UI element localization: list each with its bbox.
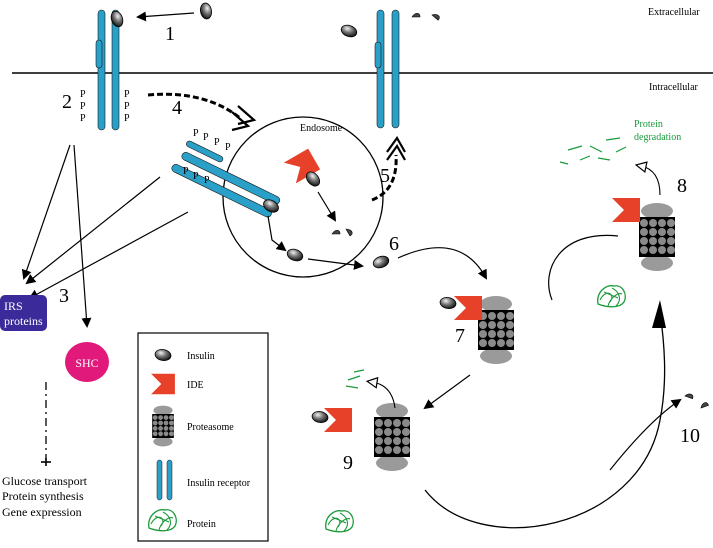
internalization-arrow-head	[231, 105, 257, 132]
ide-9	[324, 408, 352, 432]
arrow-7-to-9	[423, 374, 471, 410]
protein-degradation-label-2: degradation	[634, 132, 681, 143]
legend-receptor-label: Insulin receptor	[187, 478, 251, 489]
step-10-label: 10	[680, 425, 700, 447]
outcomes-list: Glucose transport Protein synthesis Gene…	[2, 474, 88, 519]
phospho-p: P	[80, 113, 86, 124]
protein-8	[597, 285, 626, 308]
phospho-p: P	[124, 89, 130, 100]
endosome	[222, 116, 384, 278]
internalized-receptor	[171, 140, 281, 218]
free-insulin-cytosol	[371, 253, 391, 271]
step-4-label: 4	[172, 97, 182, 119]
outcome-gene-expression: Gene expression	[2, 505, 82, 519]
step-7-label: 7	[455, 325, 465, 347]
insulin-7	[438, 295, 458, 311]
arrow-degradation-9	[372, 382, 396, 409]
irs-label-line2: proteins	[4, 314, 43, 328]
phospho-p: P	[124, 101, 130, 112]
outcome-protein-synthesis: Protein synthesis	[2, 489, 84, 503]
arrow-endosome-degrade	[317, 191, 337, 222]
arrow-9-to-8	[424, 311, 666, 529]
step-8-label: 8	[677, 175, 687, 197]
proteasome-9	[374, 403, 410, 471]
fragments-10	[684, 392, 709, 409]
protein-degradation-label-1: Protein	[634, 119, 663, 130]
step-3-label: 3	[59, 285, 69, 307]
step-1-label: 1	[165, 23, 175, 45]
degraded-protein-fragments	[559, 137, 627, 165]
shc-node: SHC	[65, 342, 109, 382]
arrow-to-shc	[73, 144, 92, 328]
legend-insulin-label: Insulin	[187, 351, 215, 362]
insulin-receptor-1	[95, 9, 120, 131]
insulin-endosome-released	[285, 246, 305, 264]
arrow-to-irs-2	[25, 176, 161, 285]
outcome-glucose-transport: Glucose transport	[2, 474, 88, 488]
svg-text:P: P	[193, 171, 199, 182]
legend-ide-label: IDE	[187, 380, 204, 391]
arrow-insulin-exit	[307, 258, 364, 270]
svg-text:P: P	[214, 137, 220, 148]
degraded-fragments-9	[345, 369, 365, 389]
irs-label-line1: IRS	[4, 299, 23, 313]
free-insulin-2	[339, 22, 359, 40]
legend: Insulin IDE Proteasome Insulin receptor …	[137, 332, 269, 542]
legend-receptor-icon	[156, 459, 173, 501]
insulin-fragments-top	[411, 11, 441, 21]
svg-text:P: P	[204, 175, 210, 186]
arrow-to-irs-3	[28, 211, 189, 299]
phosphorylation-sites: P P P P P P	[80, 89, 130, 124]
arrow-9-to-8-head	[652, 300, 666, 328]
phospho-p: P	[124, 113, 130, 124]
step-6-label: 6	[389, 233, 399, 255]
svg-text:P: P	[225, 142, 231, 153]
arrow-recycling	[371, 154, 398, 202]
step-2-label: 2	[62, 91, 72, 113]
arrow-8-to-7	[548, 234, 619, 301]
legend-proteasome-label: Proteasome	[187, 422, 234, 433]
intracellular-label: Intracellular	[649, 82, 699, 93]
arrow-endosome-release	[267, 215, 287, 252]
arrow-to-ide-complex	[397, 247, 487, 280]
ide-7	[454, 296, 482, 320]
step-5-label: 5	[380, 165, 390, 187]
svg-text:P: P	[183, 166, 189, 177]
arrow-to-fragments-10	[609, 398, 682, 471]
phospho-p: P	[80, 101, 86, 112]
free-insulin-1	[198, 1, 214, 21]
insulin-receptor-recycled	[374, 9, 400, 129]
proteasome-8	[639, 203, 675, 271]
arrow-to-irs-1	[21, 144, 71, 280]
recycling-arrow-head	[386, 135, 406, 161]
ide-8	[612, 198, 640, 222]
protein-9	[325, 510, 354, 533]
insulin-9	[310, 409, 330, 425]
arrow-insulin-binding	[136, 11, 195, 22]
svg-text:P: P	[203, 132, 209, 143]
legend-protein-label: Protein	[187, 519, 216, 530]
svg-text:P: P	[193, 128, 199, 139]
arrow-degradation-8	[641, 166, 661, 196]
step-9-label: 9	[343, 452, 353, 474]
fragments-endosome	[331, 226, 354, 237]
arrow-internalization	[147, 92, 241, 120]
bound-insulin-1	[108, 9, 126, 29]
proteasome-7	[478, 296, 514, 364]
irs-proteins-box: IRS proteins	[0, 295, 47, 331]
extracellular-label: Extracellular	[648, 7, 700, 18]
legend-proteasome-icon	[152, 405, 174, 447]
shc-label: SHC	[75, 356, 98, 370]
phospho-p: P	[80, 89, 86, 100]
endosome-label: Endosome	[300, 123, 343, 134]
